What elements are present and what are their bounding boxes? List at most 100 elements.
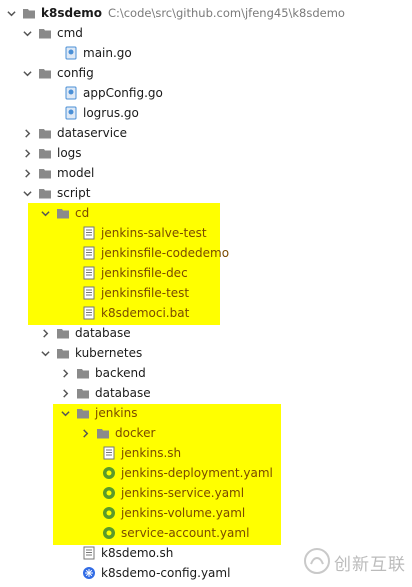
tree-item-label: k8sdemoci.bat xyxy=(101,306,190,320)
folder-icon xyxy=(56,206,70,220)
tree-item-label: backend xyxy=(95,366,146,380)
tree-item-label: model xyxy=(57,166,95,180)
tree-item-cmd[interactable]: cmd xyxy=(22,23,83,43)
tree-item-script[interactable]: script xyxy=(22,183,90,203)
text-file-icon xyxy=(82,286,96,300)
project-name: k8sdemo xyxy=(41,6,102,20)
tree-item-logrus-go[interactable]: logrus.go xyxy=(64,103,139,123)
chevron-down-icon[interactable] xyxy=(6,3,16,23)
tree-item-label: jenkins-deployment.yaml xyxy=(121,466,273,480)
chevron-down-icon[interactable] xyxy=(22,63,32,83)
folder-icon xyxy=(38,126,52,140)
watermark: 创新互联 xyxy=(304,548,406,577)
tree-item-label: jenkins-salve-test xyxy=(101,226,207,240)
folder-icon xyxy=(56,326,70,340)
tree-item-jenkinsfile-dec[interactable]: jenkinsfile-dec xyxy=(82,263,188,283)
yaml-file-icon xyxy=(102,526,116,540)
tree-item-label: script xyxy=(57,186,91,200)
folder-icon xyxy=(76,366,90,380)
folder-icon xyxy=(56,346,70,360)
tree-item-jenkins-salve-test[interactable]: jenkins-salve-test xyxy=(82,223,207,243)
tree-item-label: jenkins.sh xyxy=(121,446,182,460)
tree-item-main-go[interactable]: main.go xyxy=(64,43,132,63)
folder-icon xyxy=(38,146,52,160)
tree-item-jenkins-sh[interactable]: jenkins.sh xyxy=(102,443,181,463)
tree-item-label: database xyxy=(95,386,151,400)
chevron-right-icon[interactable] xyxy=(80,423,90,443)
tree-item-label: jenkins xyxy=(95,406,138,420)
tree-item-label: jenkinsfile-test xyxy=(101,286,190,300)
tree-item-jenkins-service-yaml[interactable]: jenkins-service.yaml xyxy=(102,483,244,503)
chevron-right-icon[interactable] xyxy=(40,323,50,343)
watermark-logo-icon xyxy=(304,548,330,577)
kubernetes-icon xyxy=(82,566,96,580)
tree-item-label: service-account.yaml xyxy=(121,526,250,540)
yaml-file-icon xyxy=(102,506,116,520)
tree-item-database[interactable]: database xyxy=(40,323,131,343)
tree-item-label: jenkins-volume.yaml xyxy=(121,506,246,520)
tree-item-label: jenkinsfile-dec xyxy=(101,266,188,280)
highlight-cd-folder xyxy=(28,203,220,325)
tree-item-jenkins[interactable]: jenkins xyxy=(60,403,137,423)
tree-item-label: config xyxy=(57,66,94,80)
tree-item-jenkins-deployment-yaml[interactable]: jenkins-deployment.yaml xyxy=(102,463,273,483)
chevron-down-icon[interactable] xyxy=(40,343,50,363)
watermark-text: 创新互联 xyxy=(334,555,406,575)
tree-item-model[interactable]: model xyxy=(22,163,94,183)
yaml-file-icon xyxy=(102,466,116,480)
go-file-icon xyxy=(64,46,78,60)
tree-item-kubernetes[interactable]: kubernetes xyxy=(40,343,142,363)
text-file-icon xyxy=(82,306,96,320)
tree-root[interactable]: k8sdemo C:\code\src\github.com\jfeng45\k… xyxy=(6,3,345,23)
tree-item-label: docker xyxy=(115,426,156,440)
chevron-down-icon[interactable] xyxy=(40,203,50,223)
go-file-icon xyxy=(64,86,78,100)
text-file-icon xyxy=(82,246,96,260)
tree-item-database-k8s[interactable]: database xyxy=(60,383,151,403)
chevron-down-icon[interactable] xyxy=(22,23,32,43)
chevron-down-icon[interactable] xyxy=(60,403,70,423)
text-file-icon xyxy=(82,266,96,280)
chevron-down-icon[interactable] xyxy=(22,183,32,203)
tree-item-k8sdemo-config-yaml[interactable]: k8sdemo-config.yaml xyxy=(82,563,230,583)
go-file-icon xyxy=(64,106,78,120)
text-file-icon xyxy=(82,226,96,240)
project-path: C:\code\src\github.com\jfeng45\k8sdemo xyxy=(107,6,345,20)
tree-item-docker[interactable]: docker xyxy=(80,423,155,443)
tree-item-label: logs xyxy=(57,146,82,160)
tree-item-label: appConfig.go xyxy=(83,86,163,100)
tree-item-label: jenkinsfile-codedemo xyxy=(101,246,230,260)
chevron-right-icon[interactable] xyxy=(60,363,70,383)
tree-item-label: main.go xyxy=(83,46,132,60)
tree-item-label: k8sdemo-config.yaml xyxy=(101,566,231,580)
tree-item-label: jenkins-service.yaml xyxy=(121,486,245,500)
tree-item-jenkinsfile-test[interactable]: jenkinsfile-test xyxy=(82,283,189,303)
tree-item-label: cd xyxy=(75,206,90,220)
folder-icon xyxy=(76,386,90,400)
tree-item-logs[interactable]: logs xyxy=(22,143,82,163)
tree-item-k8sdemoci-bat[interactable]: k8sdemoci.bat xyxy=(82,303,189,323)
text-file-icon xyxy=(102,446,116,460)
tree-item-service-account-yaml[interactable]: service-account.yaml xyxy=(102,523,249,543)
highlight-jenkins-folder xyxy=(53,404,281,545)
tree-item-appconfig-go[interactable]: appConfig.go xyxy=(64,83,163,103)
text-file-icon xyxy=(82,546,96,560)
tree-item-backend[interactable]: backend xyxy=(60,363,146,383)
chevron-right-icon[interactable] xyxy=(22,143,32,163)
folder-icon xyxy=(38,66,52,80)
tree-item-k8sdemo-sh[interactable]: k8sdemo.sh xyxy=(82,543,173,563)
folder-icon xyxy=(22,6,36,20)
yaml-file-icon xyxy=(102,486,116,500)
tree-item-config[interactable]: config xyxy=(22,63,94,83)
folder-icon xyxy=(38,26,52,40)
chevron-right-icon[interactable] xyxy=(60,383,70,403)
tree-item-jenkinsfile-codedemo[interactable]: jenkinsfile-codedemo xyxy=(82,243,229,263)
chevron-right-icon[interactable] xyxy=(22,163,32,183)
tree-item-cd[interactable]: cd xyxy=(40,203,89,223)
chevron-right-icon[interactable] xyxy=(22,123,32,143)
tree-item-label: dataservice xyxy=(57,126,128,140)
tree-item-label: cmd xyxy=(57,26,83,40)
tree-item-jenkins-volume-yaml[interactable]: jenkins-volume.yaml xyxy=(102,503,245,523)
folder-icon xyxy=(38,186,52,200)
tree-item-dataservice[interactable]: dataservice xyxy=(22,123,127,143)
